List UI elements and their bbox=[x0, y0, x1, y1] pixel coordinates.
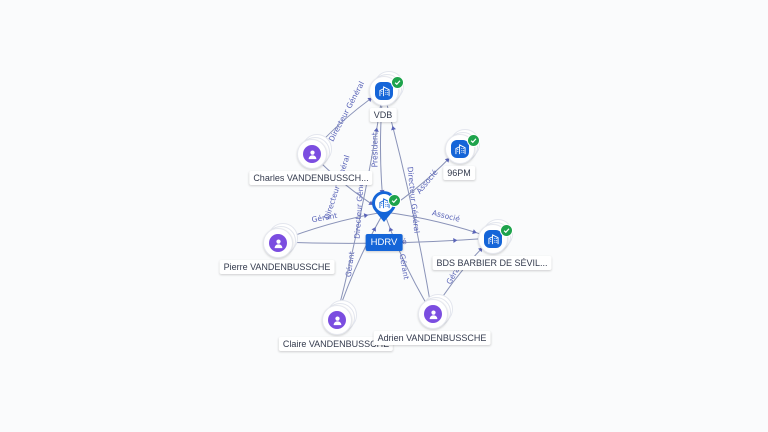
verified-check-icon bbox=[391, 76, 404, 89]
node-disc bbox=[263, 228, 293, 258]
edge-arrow bbox=[373, 127, 379, 132]
node-disc bbox=[478, 224, 508, 254]
node-label: VDB bbox=[369, 108, 397, 122]
node-disc bbox=[322, 305, 352, 335]
edge-label: Président bbox=[371, 132, 380, 167]
node-label: Claire VANDENBUSSCHE bbox=[278, 337, 394, 351]
edge-label: Directeur Général bbox=[327, 80, 366, 143]
node-disc bbox=[297, 139, 327, 169]
node-label: 96PM bbox=[443, 166, 475, 180]
person-icon bbox=[328, 311, 346, 329]
verified-check-icon bbox=[500, 224, 513, 237]
edge-arrow bbox=[453, 237, 458, 243]
node-label: Pierre VANDENBUSSCHE bbox=[219, 260, 335, 274]
node-disc bbox=[418, 299, 448, 329]
edge-arrow bbox=[363, 213, 369, 219]
node-label: BDS BARBIER DE SÉVIL... bbox=[432, 256, 552, 270]
edge-label: Gérant bbox=[398, 253, 411, 280]
edge-arrow bbox=[388, 227, 394, 232]
edge-arrow bbox=[472, 229, 477, 234]
edge-arrow bbox=[371, 227, 376, 232]
edge-arrow bbox=[391, 125, 396, 131]
person-icon bbox=[303, 145, 321, 163]
building-icon bbox=[375, 82, 393, 100]
node-label: Adrien VANDENBUSSCHE bbox=[373, 331, 491, 345]
edge-arrow bbox=[368, 200, 374, 205]
building-icon bbox=[484, 230, 502, 248]
edge-label: Associé bbox=[415, 168, 440, 196]
person-icon bbox=[269, 234, 287, 252]
edge-label: Gérant bbox=[344, 251, 357, 278]
verified-check-icon bbox=[388, 194, 401, 207]
edge-label: Gérant bbox=[311, 211, 338, 224]
verified-check-icon bbox=[467, 134, 480, 147]
node-disc bbox=[369, 76, 399, 106]
edge-label: Directeur Général bbox=[405, 166, 421, 233]
edge-label: Directeur Général bbox=[322, 154, 351, 220]
building-icon bbox=[451, 140, 469, 158]
person-icon bbox=[424, 305, 442, 323]
node-label: Charles VANDENBUSSCH... bbox=[249, 171, 373, 185]
building-icon bbox=[377, 196, 391, 210]
node-label: HDRV bbox=[365, 234, 403, 251]
